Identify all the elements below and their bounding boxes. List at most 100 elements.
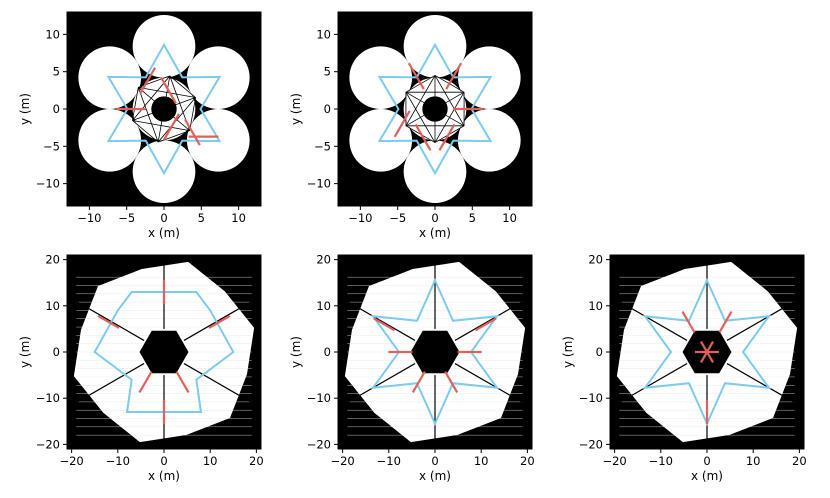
red-baseline	[160, 76, 177, 104]
x-tick-label: −10	[77, 211, 101, 225]
red-baseline	[718, 311, 733, 333]
spider-arm	[183, 363, 253, 404]
y-tick-label: −10	[307, 391, 331, 405]
x-tick-label: 10	[746, 454, 761, 468]
x-tick-label: 20	[520, 454, 535, 468]
x-tick-label: 0	[431, 211, 438, 225]
y-tick-label: 0	[53, 102, 60, 116]
y-tick-label: −10	[307, 177, 331, 191]
red-baseline	[444, 371, 459, 393]
central-obstruction	[139, 330, 189, 374]
x-tick-label: 20	[249, 454, 264, 468]
y-tick-label: 20	[45, 253, 60, 267]
plot-area	[338, 12, 532, 206]
y-axis-label: y (m)	[18, 336, 32, 368]
red-baseline	[183, 118, 201, 146]
baseline-line	[189, 97, 196, 131]
plot-area	[67, 255, 261, 449]
y-tick-label: 5	[324, 65, 331, 79]
spider-arm	[726, 300, 796, 341]
baseline-line	[132, 120, 159, 143]
y-tick-label: 20	[316, 253, 331, 267]
red-baseline	[438, 123, 456, 151]
x-axis-label: x (m)	[691, 469, 723, 483]
baseline-line	[132, 120, 190, 131]
baseline-line	[132, 87, 139, 121]
x-tick-label: 10	[203, 454, 218, 468]
baseline-star	[377, 42, 493, 176]
y-axis-label: y (m)	[289, 93, 303, 125]
x-tick-label: 0	[431, 454, 438, 468]
x-tick-label: −10	[649, 454, 673, 468]
red-baseline	[411, 371, 426, 393]
x-tick-label: −5	[118, 211, 135, 225]
y-tick-label: −5	[43, 139, 60, 153]
spider-arm	[346, 300, 416, 341]
spider-arm	[346, 363, 416, 404]
x-axis-label: x (m)	[148, 469, 180, 483]
spider-arm	[75, 300, 145, 341]
y-tick-label: −10	[36, 177, 60, 191]
y-tick-label: 0	[324, 345, 331, 359]
x-tick-label: −20	[330, 454, 354, 468]
x-axis-label: x (m)	[148, 226, 180, 240]
baseline-line	[405, 91, 465, 127]
spider-arm	[454, 300, 524, 341]
y-tick-label: 0	[596, 345, 603, 359]
red-baseline	[414, 123, 432, 151]
red-baseline	[97, 315, 120, 329]
spider-arm	[75, 363, 145, 404]
spider-arm	[454, 363, 524, 404]
red-baseline	[445, 62, 463, 90]
y-axis-label: y (m)	[561, 336, 575, 368]
x-axis-label: x (m)	[419, 226, 451, 240]
y-tick-label: 0	[324, 102, 331, 116]
y-tick-label: −20	[307, 437, 331, 451]
red-baseline	[407, 62, 425, 90]
central-obstruction	[410, 330, 460, 374]
x-tick-label: 20	[792, 454, 807, 468]
baseline-line	[158, 130, 190, 143]
y-tick-label: 10	[45, 299, 60, 313]
y-tick-label: −10	[36, 391, 60, 405]
baseline-line	[169, 75, 196, 98]
x-tick-label: −20	[602, 454, 626, 468]
x-tick-label: 5	[469, 211, 476, 225]
y-tick-label: −20	[36, 437, 60, 451]
x-tick-label: 0	[160, 211, 167, 225]
x-tick-label: 0	[703, 454, 710, 468]
x-tick-label: 10	[474, 454, 489, 468]
x-tick-label: −5	[389, 211, 406, 225]
x-tick-label: −10	[106, 454, 130, 468]
x-tick-label: −20	[59, 454, 83, 468]
baseline-star	[370, 277, 500, 427]
y-tick-label: 10	[45, 27, 60, 41]
y-tick-label: 10	[316, 27, 331, 41]
baseline-line	[405, 75, 436, 126]
spider-arm	[618, 363, 688, 404]
y-tick-label: 10	[316, 299, 331, 313]
baseline-line	[137, 87, 159, 143]
y-tick-label: −10	[579, 391, 603, 405]
red-baseline	[163, 113, 180, 141]
red-baseline	[138, 371, 153, 393]
red-baseline	[681, 311, 696, 333]
y-tick-label: −5	[314, 139, 331, 153]
spider-arm	[726, 363, 796, 404]
spider-arm	[618, 300, 688, 341]
x-tick-label: 10	[231, 211, 246, 225]
plot-area	[610, 255, 804, 449]
y-tick-label: 5	[53, 65, 60, 79]
red-baseline	[139, 67, 156, 95]
x-tick-label: −10	[377, 454, 401, 468]
baseline-line	[138, 87, 190, 131]
red-baseline	[393, 110, 411, 138]
red-baseline	[474, 317, 497, 332]
red-baseline	[208, 315, 231, 329]
spider-arm	[183, 300, 253, 341]
baseline-star	[93, 290, 235, 414]
